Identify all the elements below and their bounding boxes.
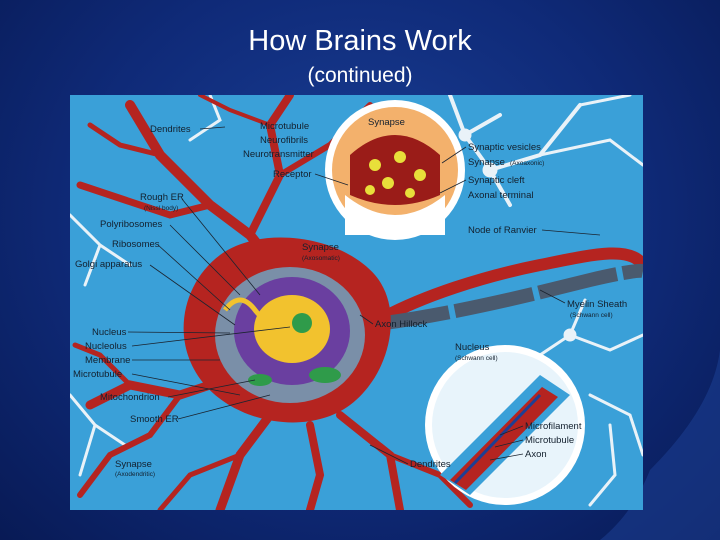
label-axon-hillock: Axon Hillock — [375, 319, 428, 330]
label-nucleolus: Nucleolus — [85, 341, 127, 352]
label-synaptic-vesicles: Synaptic vesicles — [468, 142, 541, 153]
myelin-inset — [425, 345, 585, 505]
label-receptor: Receptor — [273, 169, 312, 180]
neuron-illustration: Dendrites Microtubule Neurofibrils Neuro… — [70, 95, 643, 510]
label-golgi: Golgi apparatus — [75, 259, 142, 270]
diagram-labels: Dendrites Microtubule Neurofibrils Neuro… — [73, 117, 627, 478]
label-ribosomes: Ribosomes — [112, 239, 160, 250]
slide-subtitle: (continued) — [307, 64, 413, 87]
label-myelin-sheath: Myelin Sheath — [567, 299, 627, 310]
label-axon: Axon — [525, 449, 547, 460]
label-dendrites-bottom: Dendrites — [410, 459, 451, 470]
slide-title: How Brains Work — [248, 25, 472, 57]
label-synapse-axodendritic: Synapse — [115, 459, 152, 470]
label-synapse-axoaxonic: Synapse — [468, 157, 505, 168]
label-nissl-body: (Nissl body) — [144, 205, 178, 212]
label-axonal-terminal: Axonal terminal — [468, 190, 533, 201]
label-axoaxonic: (Axoaxonic) — [510, 160, 544, 167]
label-rough-er: Rough ER — [140, 192, 184, 203]
cell-body — [183, 237, 391, 423]
label-polyribosomes: Polyribosomes — [100, 219, 163, 230]
label-schwann-cell-2: (Schwann cell) — [455, 355, 498, 362]
label-microfilament: Microfilament — [525, 421, 582, 432]
label-microtubule-inset: Microtubule — [525, 435, 574, 446]
label-axosomatic: (Axosomatic) — [302, 255, 340, 262]
label-neurotransmitter: Neurotransmitter — [243, 149, 314, 160]
label-synaptic-cleft: Synaptic cleft — [468, 175, 525, 186]
label-synapse-inset: Synapse — [368, 117, 405, 128]
axon — [366, 247, 643, 332]
label-dendrites-top: Dendrites — [150, 124, 191, 135]
label-smooth-er: Smooth ER — [130, 414, 179, 425]
label-nucleus-schwann: Nucleus — [455, 342, 490, 353]
label-microtubule: Microtubule — [260, 121, 309, 132]
synapse-inset — [325, 100, 465, 240]
label-axodendritic: (Axodendritic) — [115, 471, 155, 478]
label-membrane: Membrane — [85, 355, 130, 366]
label-neurofibrils: Neurofibrils — [260, 135, 308, 146]
label-node-of-ranvier: Node of Ranvier — [468, 225, 537, 236]
label-nucleus: Nucleus — [92, 327, 127, 338]
neuron-diagram: Dendrites Microtubule Neurofibrils Neuro… — [70, 95, 643, 510]
label-microtubule-left: Microtubule — [73, 369, 122, 380]
label-mitochondrion: Mitochondrion — [100, 392, 160, 403]
label-synapse-axosomatic: Synapse — [302, 242, 339, 253]
label-schwann-cell: (Schwann cell) — [570, 312, 613, 319]
